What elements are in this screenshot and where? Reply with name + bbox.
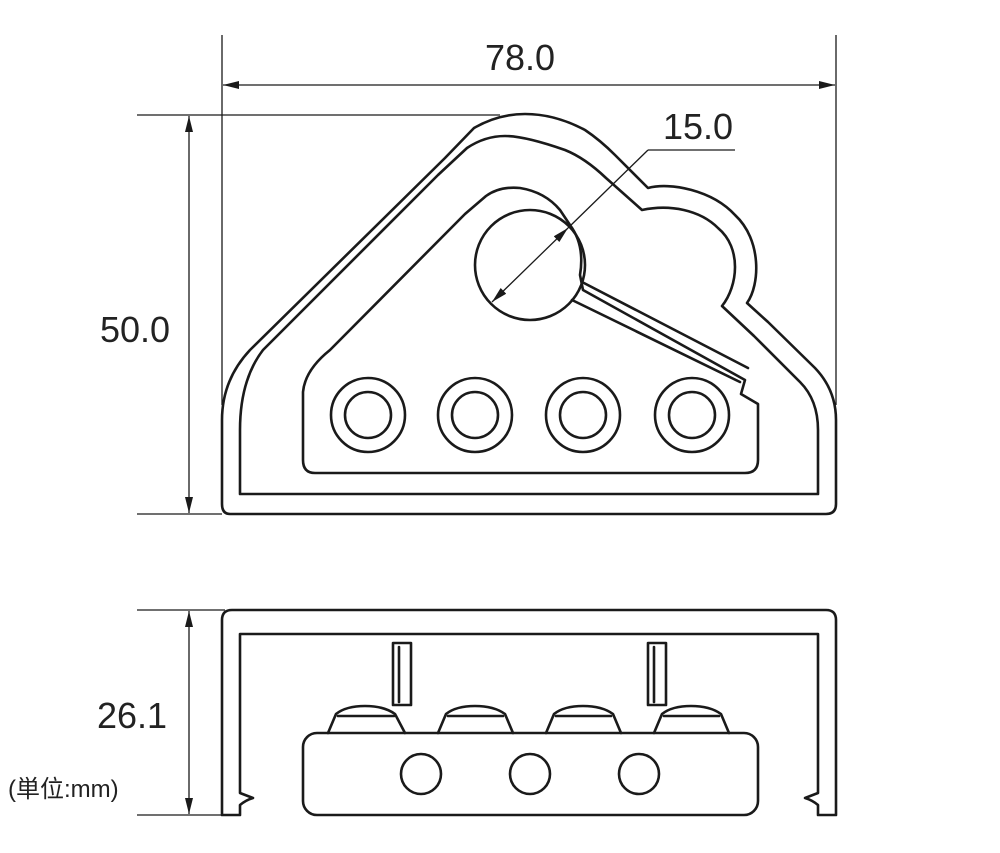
left-post <box>391 641 413 707</box>
right-post <box>646 641 668 707</box>
width-dimension-label: 78.0 <box>485 37 555 78</box>
rivet-head <box>544 704 623 735</box>
rivet-head <box>326 704 407 735</box>
top-view-outer-outline <box>220 112 838 516</box>
front-view: 26.1 (単位:mm) <box>8 608 838 817</box>
side-hole <box>508 752 552 796</box>
base-block <box>301 731 760 817</box>
rivet-hole <box>329 376 407 454</box>
unit-note: (単位:mm) <box>8 776 119 803</box>
side-hole <box>617 752 661 796</box>
depth-dimension: 26.1 <box>97 609 225 816</box>
slot-line-lower <box>570 298 742 384</box>
rivet-hole <box>653 376 731 454</box>
width-dimension: 78.0 <box>221 35 837 405</box>
hole-diameter-dimension: 15.0 <box>491 106 735 303</box>
top-view: 78.0 50.0 15.0 <box>100 35 838 516</box>
height-dimension: 50.0 <box>100 114 500 515</box>
height-dimension-label: 50.0 <box>100 309 170 350</box>
rivet-hole <box>544 376 622 454</box>
side-hole <box>399 752 443 796</box>
rivet-head <box>436 704 515 735</box>
rivet-hole <box>436 376 514 454</box>
rivet-head <box>652 704 731 735</box>
hole-diameter-label: 15.0 <box>663 106 733 147</box>
depth-dimension-label: 26.1 <box>97 695 167 736</box>
top-view-inner-tab <box>301 186 760 475</box>
top-view-inner-frame <box>238 134 820 496</box>
slot-line-upper <box>580 280 750 370</box>
large-hole <box>473 208 587 322</box>
front-view-outer-channel <box>220 608 838 817</box>
